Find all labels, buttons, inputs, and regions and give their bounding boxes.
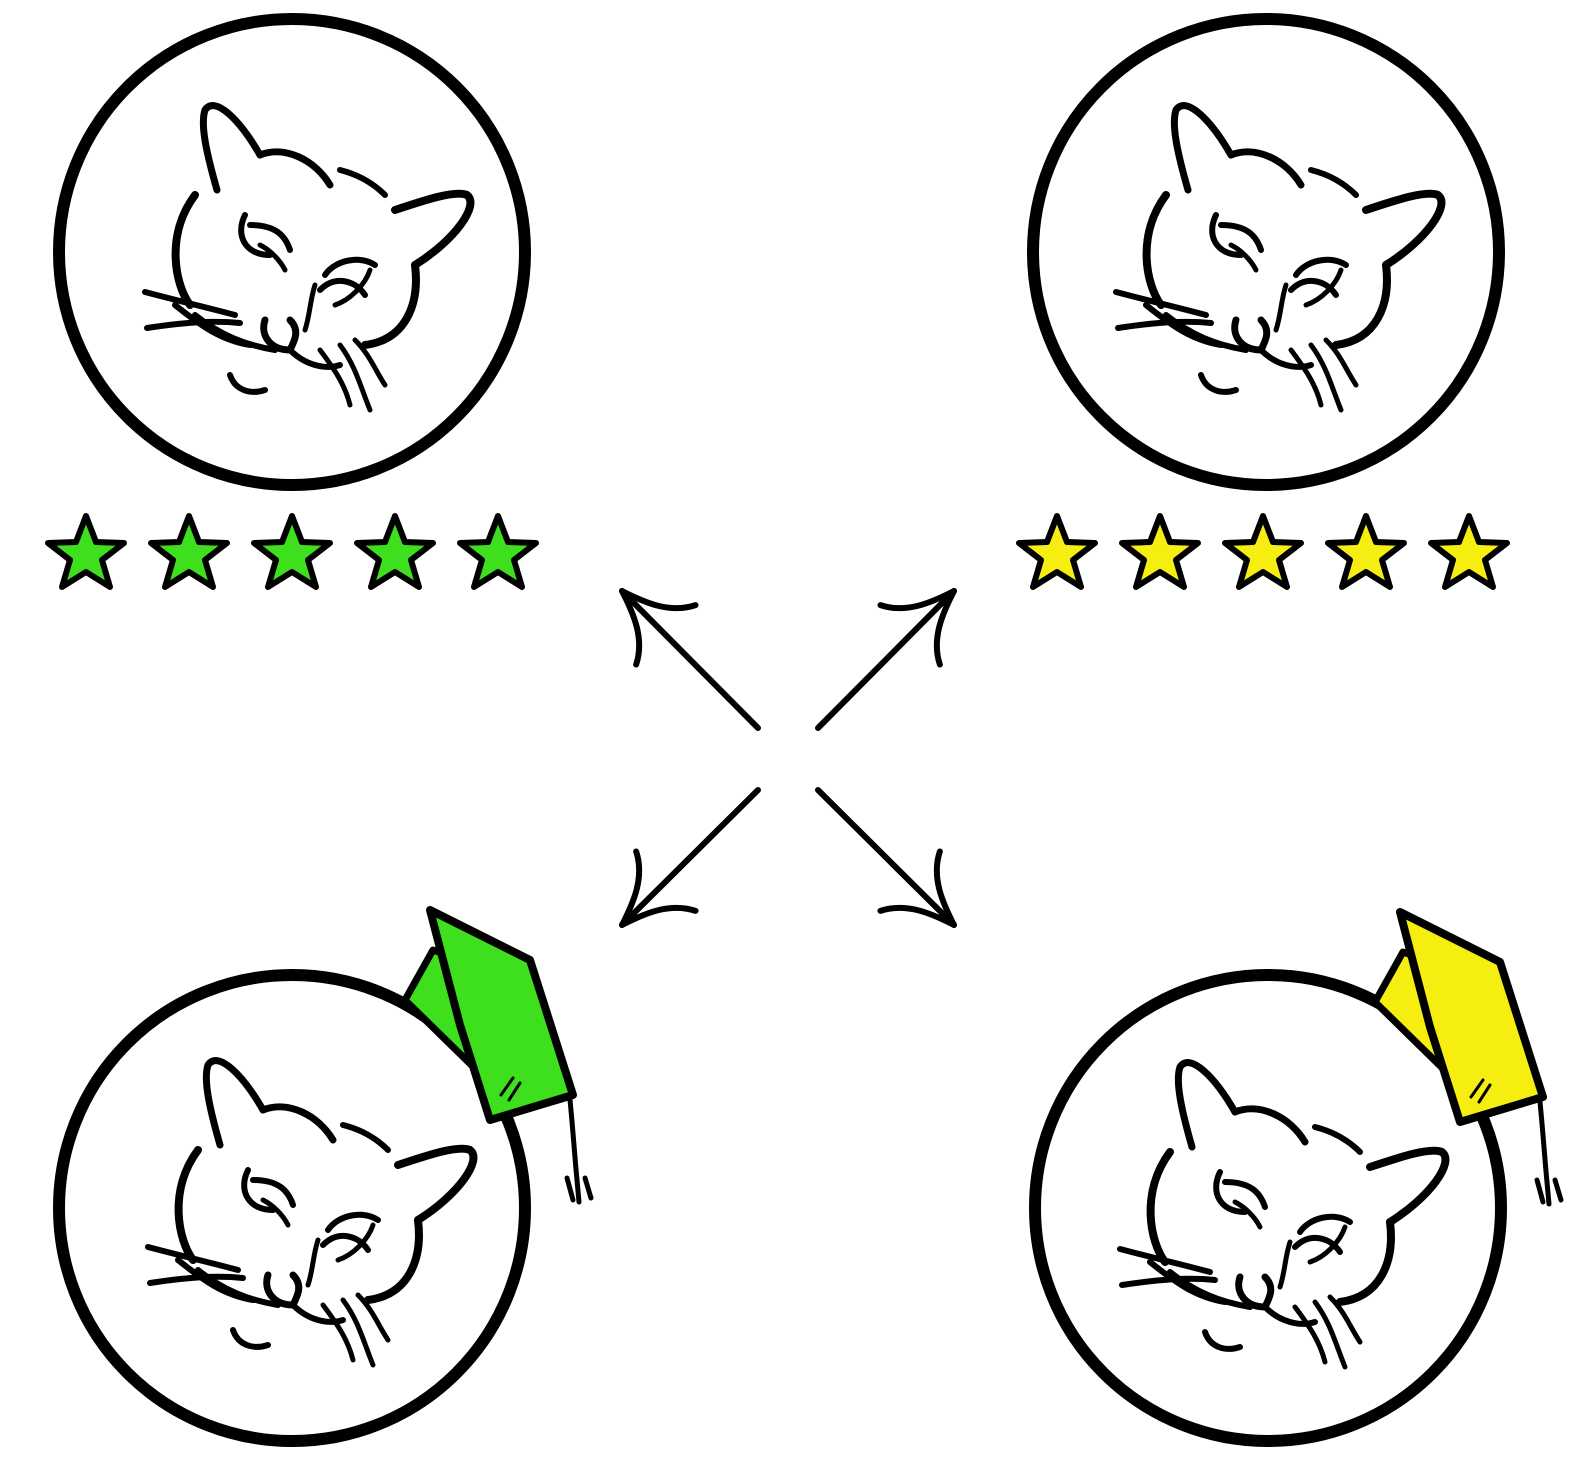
arrow-down-right [815,787,984,955]
star-rating [48,516,536,587]
node-bottom-left [53,910,591,1447]
arrow-down-left [592,787,761,955]
node-top-right [1019,13,1507,587]
node-circle [1029,969,1507,1447]
arrow-up-left [592,561,761,731]
star-icon [151,516,227,587]
node-circle [53,969,531,1447]
node-top-left [48,13,536,587]
star-icon [1122,516,1198,587]
star-rating [1019,516,1507,587]
arrow-up-right [815,561,984,731]
star-icon [1328,516,1404,587]
star-icon [1225,516,1301,587]
star-icon [254,516,330,587]
star-icon [357,516,433,587]
star-icon [48,516,124,587]
star-icon [1431,516,1507,587]
star-icon [460,516,536,587]
node-bottom-right [1029,912,1561,1447]
star-icon [1019,516,1095,587]
node-circle [1027,13,1505,491]
